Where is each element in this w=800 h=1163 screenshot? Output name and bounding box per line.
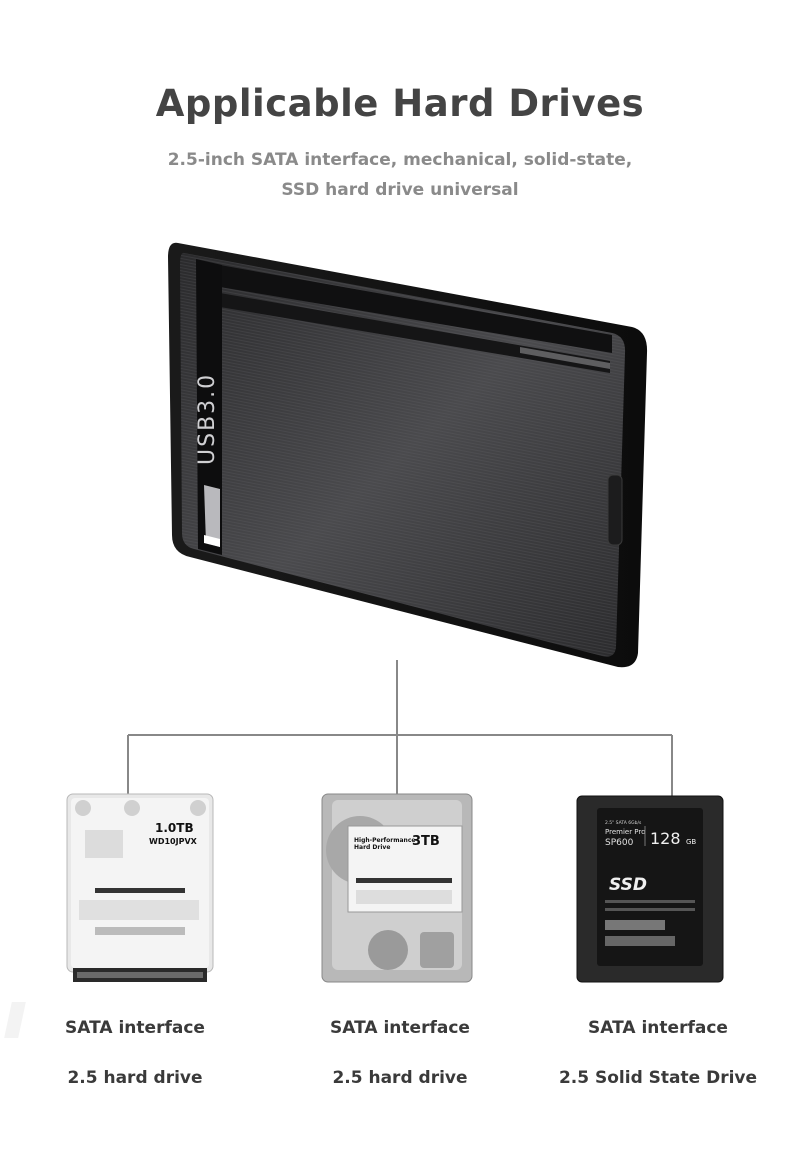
drive2-type-label: 2.5 hard drive (332, 1068, 468, 1088)
drive3-type-label: 2.5 Solid State Drive (558, 1068, 758, 1088)
ssd-logo: SSD (609, 875, 647, 895)
ssd-capacity: 128 (650, 829, 681, 848)
ssd-brand: Premier Pro (605, 828, 645, 836)
usb-enclosure-image: USB3.0 (168, 242, 648, 668)
drive2-interface-label: SATA interface (330, 1018, 470, 1038)
subtitle-line-1: 2.5-inch SATA interface, mechanical, sol… (167, 150, 633, 170)
ssd-model: SP600 (605, 838, 634, 848)
ssd-unit: GB (686, 838, 696, 846)
hdd2-line2: Hard Drive (354, 844, 390, 851)
drive3-interface-label: SATA interface (588, 1018, 728, 1038)
page-title: Applicable Hard Drives (155, 82, 645, 125)
hdd1-model: WD10JPVX (149, 837, 198, 846)
drive1-interface-label: SATA interface (65, 1018, 205, 1038)
hdd-image-2: High-Performance Hard Drive 3TB (321, 793, 473, 983)
hdd2-line1: High-Performance (354, 837, 415, 844)
hdd-image-1: 1.0TB WD10JPVX (66, 793, 214, 982)
drive1-type-label: 2.5 hard drive (67, 1068, 203, 1088)
subtitle-line-2: SSD hard drive universal (281, 180, 519, 200)
hdd2-capacity: 3TB (412, 834, 440, 849)
ssd-image: 2.5" SATA 6Gb/s Premier Pro SP600 128 GB… (576, 795, 724, 983)
usb-label: USB3.0 (195, 373, 220, 465)
ssd-small-text: 2.5" SATA 6Gb/s (605, 820, 642, 826)
hdd1-capacity: 1.0TB (155, 821, 194, 835)
